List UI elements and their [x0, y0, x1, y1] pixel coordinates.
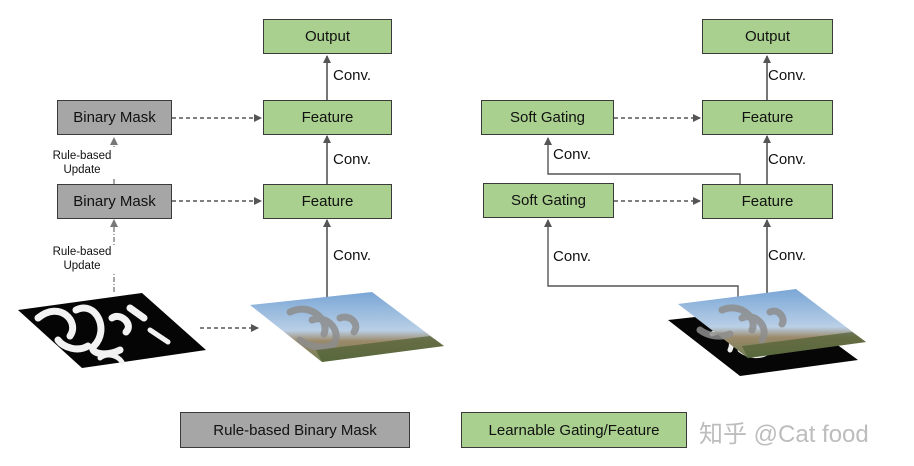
output-box-left: Output: [263, 19, 392, 54]
feature-box-right-bottom: Feature: [702, 184, 833, 219]
conv-label-right-mid: Conv.: [768, 151, 807, 168]
rule-update-label-bottom: Rule-based Update: [37, 245, 127, 273]
masked-photo-left: [250, 292, 444, 362]
watermark: 知乎 @Cat food: [699, 421, 869, 448]
image-mask-stack-right: [668, 289, 866, 376]
soft-gating-box-bottom: Soft Gating: [483, 183, 614, 218]
conv-label-gating-mid: Conv.: [553, 146, 592, 163]
rule-update-label-top: Rule-based Update: [37, 149, 127, 177]
conv-label-gating-bottom: Conv.: [553, 248, 592, 265]
rule-update-bottom-line2: Update: [63, 260, 101, 272]
legend-rule-based: Rule-based Binary Mask: [180, 412, 410, 448]
binary-mask-box-bottom: Binary Mask: [57, 184, 172, 219]
arrow-image-to-gating-bottom: [544, 219, 739, 304]
binary-mask-box-top: Binary Mask: [57, 100, 172, 135]
rule-update-top-line2: Update: [63, 164, 101, 176]
output-box-right: Output: [702, 19, 833, 54]
arrow-feature-to-gating-top: [544, 137, 741, 184]
feature-box-left-bottom: Feature: [263, 184, 392, 219]
conv-label-left-bottom: Conv.: [333, 247, 372, 264]
conv-label-right-top: Conv.: [768, 67, 807, 84]
rule-update-top-line1: Rule-based: [52, 150, 112, 162]
conv-label-left-mid: Conv.: [333, 151, 372, 168]
feature-box-right-top: Feature: [702, 100, 833, 135]
rule-update-bottom-line1: Rule-based: [52, 246, 112, 258]
soft-gating-box-top: Soft Gating: [481, 100, 614, 135]
conv-label-left-top: Conv.: [333, 67, 372, 84]
feature-box-left-top: Feature: [263, 100, 392, 135]
binary-mask-image-left: [18, 293, 206, 368]
conv-label-right-bottom: Conv.: [768, 247, 807, 264]
legend-learnable: Learnable Gating/Feature: [461, 412, 687, 448]
